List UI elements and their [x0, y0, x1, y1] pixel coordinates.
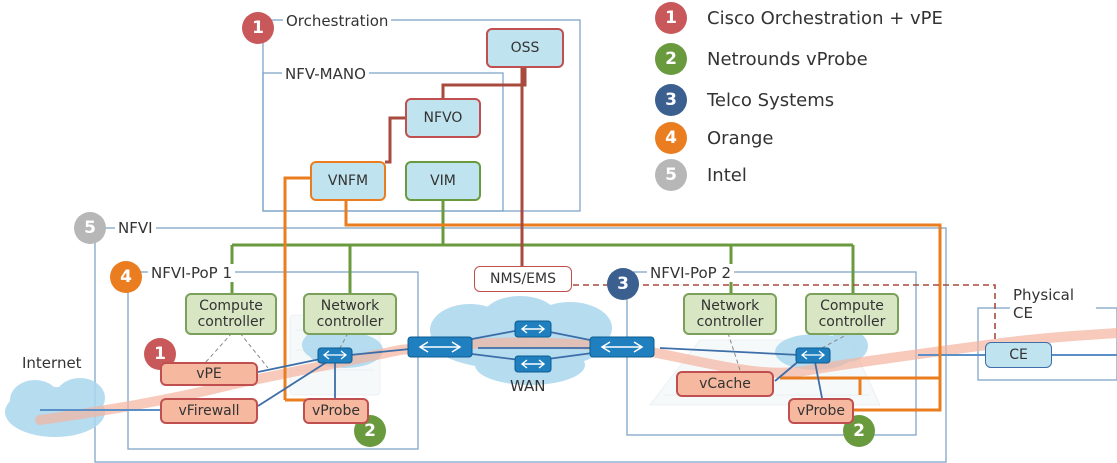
- vnfm-box: VNFM: [310, 161, 386, 201]
- netrounds-badge: 2: [655, 43, 687, 75]
- legend-label: Intel: [707, 164, 747, 186]
- orange-badge: 4: [110, 261, 142, 293]
- oss-box: OSS: [486, 28, 564, 68]
- switch-icon: [317, 347, 353, 364]
- switch-icon: [514, 355, 552, 373]
- legend-label: Telco Systems: [707, 89, 835, 111]
- physical-ce-label: Physical CE: [1010, 286, 1096, 322]
- network-controller-box: Network controller: [683, 293, 777, 335]
- orange-badge: 4: [655, 122, 687, 154]
- cisco-badge: 1: [655, 2, 687, 34]
- legend-item: 2 Netrounds vProbe: [655, 43, 868, 75]
- switch-icon: [589, 336, 655, 358]
- switch-icon: [407, 336, 473, 358]
- vprobe-box: vProbe: [788, 398, 854, 424]
- switch-icon: [795, 347, 831, 364]
- vfirewall-box: vFirewall: [160, 398, 258, 424]
- vprobe-box: vProbe: [303, 398, 369, 424]
- nfvo-box: NFVO: [405, 98, 481, 138]
- vpe-box: vPE: [160, 362, 258, 386]
- switch-links: [257, 329, 823, 407]
- pop1-label: NFVI-PoP 1: [148, 264, 235, 282]
- ce-box: CE: [985, 342, 1052, 368]
- cisco-badge: 1: [242, 12, 274, 44]
- legend-item: 1 Cisco Orchestration + vPE: [655, 2, 943, 34]
- controller-links: [204, 332, 851, 371]
- telco-systems-badge: 3: [655, 84, 687, 116]
- legend-item: 3 Telco Systems: [655, 84, 834, 116]
- legend-item: 5 Intel: [655, 159, 747, 191]
- legend-label: Netrounds vProbe: [707, 48, 868, 70]
- vim-box: VIM: [405, 161, 481, 201]
- nfv-mano-frame: [262, 72, 504, 212]
- orchestration-label: Orchestration: [283, 12, 392, 30]
- nfv-mano-label: NFV-MANO: [282, 65, 369, 83]
- wan-label: WAN: [510, 377, 546, 395]
- nms-ems-box: NMS/EMS: [474, 266, 572, 292]
- nfvi-label: NFVI: [115, 219, 156, 237]
- vnfm-management-lines: [283, 176, 942, 412]
- pop1-frame: [127, 271, 419, 450]
- orchestration-lines: [385, 65, 527, 268]
- intel-badge: 5: [74, 212, 106, 244]
- switch-icon: [514, 320, 552, 338]
- compute-controller-box: Compute controller: [185, 293, 277, 335]
- legend-label: Orange: [707, 127, 774, 149]
- telco-systems-badge: 3: [607, 268, 639, 300]
- compute-controller-box: Compute controller: [805, 293, 899, 335]
- nms-to-ce-dashed-link: [573, 284, 996, 340]
- intel-badge: 5: [655, 159, 687, 191]
- legend-label: Cisco Orchestration + vPE: [707, 7, 943, 29]
- vcache-box: vCache: [676, 371, 774, 397]
- pop2-label: NFVI-PoP 2: [647, 264, 734, 282]
- internet-label: Internet: [22, 354, 82, 372]
- legend-item: 4 Orange: [655, 122, 774, 154]
- network-controller-box: Network controller: [303, 293, 397, 335]
